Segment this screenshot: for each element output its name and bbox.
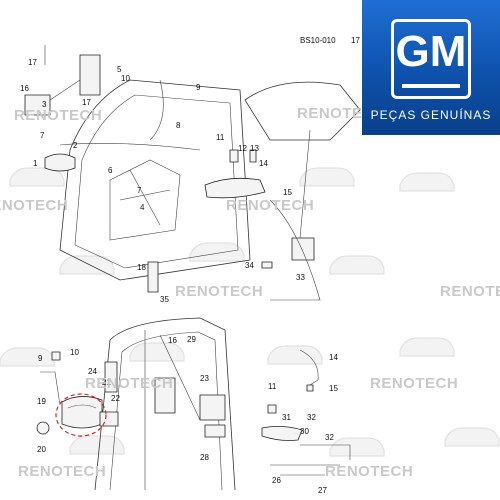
callout-label: 16 <box>168 336 177 345</box>
watermark-text: RENOTECH <box>14 107 102 124</box>
callout-label: 21 <box>102 378 111 387</box>
watermark-text: RENOTECH <box>0 197 68 214</box>
gm-logo-square <box>391 19 471 99</box>
callout-label: 23 <box>200 374 209 383</box>
bottom-callout-labels: 9 10 16 29 24 21 23 19 22 20 14 11 15 32… <box>37 335 338 495</box>
callout-label: 31 <box>282 413 291 422</box>
callout-label: 32 <box>325 433 334 442</box>
watermark-text: RENOTECH <box>18 463 106 480</box>
callout-label: 6 <box>108 166 113 175</box>
callout-label: 20 <box>37 445 46 454</box>
gm-logo-letters: GM <box>395 27 467 76</box>
callout-label: 28 <box>200 453 209 462</box>
callout-label: 10 <box>121 74 130 83</box>
watermark-text: RENOTECH <box>325 463 413 480</box>
callout-label: 24 <box>88 367 97 376</box>
diagram-reference-page: 17 <box>351 36 360 45</box>
callout-label: 34 <box>245 261 254 270</box>
callout-label: 8 <box>176 121 181 130</box>
callout-label: 33 <box>296 273 305 282</box>
callout-label: 15 <box>283 188 292 197</box>
callout-label: 11 <box>268 382 277 391</box>
highlight-circle <box>55 393 107 437</box>
callout-label: 32 <box>307 413 316 422</box>
callout-label: 30 <box>300 427 309 436</box>
callout-label: 14 <box>259 159 268 168</box>
watermark-text: RENOTECH <box>175 283 263 300</box>
callout-label: 1 <box>33 159 38 168</box>
bottom-door-assembly <box>40 317 351 491</box>
callout-label: 12 <box>238 144 247 153</box>
callout-label: 13 <box>250 144 259 153</box>
callout-label: 10 <box>70 348 79 357</box>
callout-label: 17 <box>82 98 91 107</box>
callout-label: 14 <box>329 353 338 362</box>
callout-label: 29 <box>187 335 196 344</box>
callout-label: 35 <box>160 295 169 304</box>
gm-tagline: PEÇAS GENUÍNAS <box>370 108 492 122</box>
watermark-car-icons <box>0 167 500 457</box>
watermark-text: RENOTECH <box>440 283 500 300</box>
callout-label: 19 <box>37 397 46 406</box>
callout-label: 18 <box>137 263 146 272</box>
callout-label: 9 <box>38 354 43 363</box>
watermark-text: RENOTECH <box>85 375 173 392</box>
watermark-text: RENOTECH <box>226 197 314 214</box>
callout-label: 15 <box>329 384 338 393</box>
callout-label: 16 <box>20 84 29 93</box>
callout-label: 17 <box>28 58 37 67</box>
callout-label: 7 <box>137 186 142 195</box>
diagram-reference-code: BS10-010 <box>300 36 336 45</box>
gm-logo-underline <box>402 84 460 88</box>
callout-label: 26 <box>272 476 281 485</box>
callout-label: 11 <box>216 133 225 142</box>
top-door-assembly <box>24 45 361 301</box>
callout-label: 9 <box>196 83 201 92</box>
callout-label: 3 <box>42 100 47 109</box>
callout-label: 7 <box>40 131 45 140</box>
callout-label: 22 <box>111 394 120 403</box>
gm-logo <box>362 0 500 135</box>
watermark-text: RENOTECH <box>370 375 458 392</box>
callout-label: 27 <box>318 486 327 495</box>
callout-label: 4 <box>140 203 145 212</box>
callout-label: 5 <box>117 65 122 74</box>
top-callout-labels: 17 5 10 9 16 3 17 8 7 2 1 6 11 12 13 14 … <box>20 58 305 304</box>
callout-label: 2 <box>73 141 78 150</box>
